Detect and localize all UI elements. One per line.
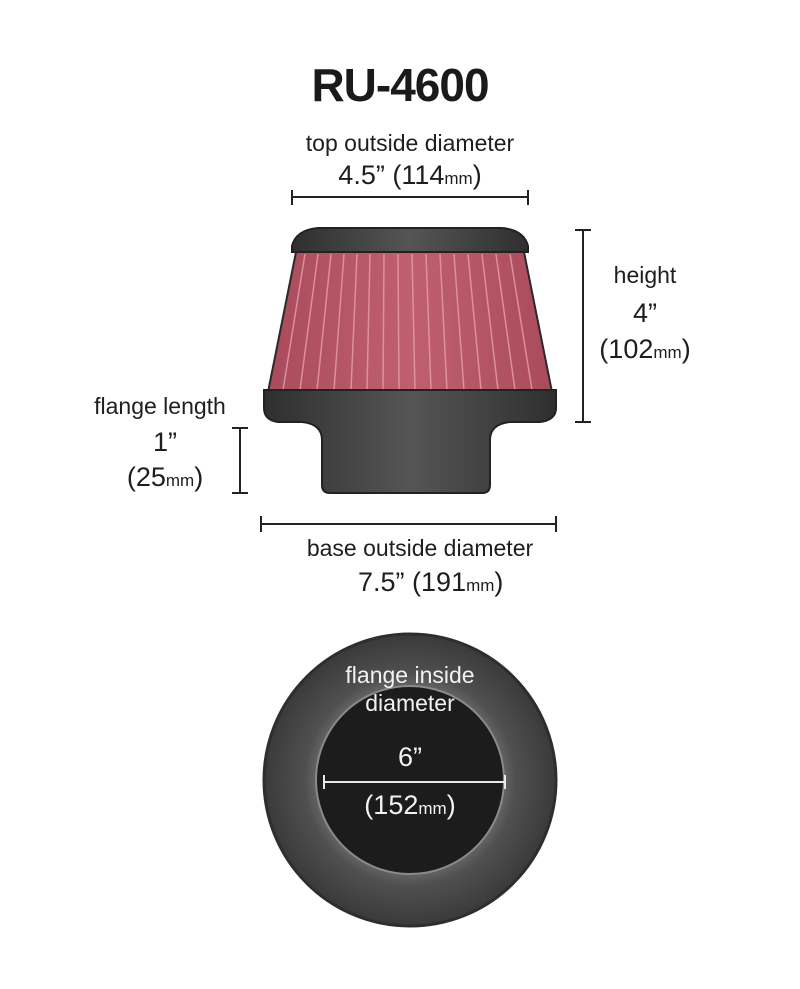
mm-unit: mm <box>165 471 195 490</box>
air-filter-bottom-view <box>262 632 558 928</box>
top-diameter-label: top outside diameter <box>305 130 515 156</box>
product-title: RU-4600 <box>311 59 489 111</box>
height-label: height <box>613 262 677 288</box>
top-diameter-inches: 4.5” <box>338 160 385 190</box>
air-filter-side-view <box>263 227 557 494</box>
flange-length-mm-value: (25mm) <box>126 462 204 492</box>
flange-inside-diameter-mm-value: (152mm) <box>364 790 456 820</box>
height-mm-value: (102mm) <box>599 334 691 364</box>
flange-inside-diameter-label-line1: flange inside <box>345 662 475 688</box>
height-inches: 4” <box>632 298 657 328</box>
top-diameter-mm: 114 <box>401 160 445 190</box>
top-diameter-dimension-line <box>291 190 529 205</box>
base-diameter-value: 7.5” (191mm) <box>358 567 504 597</box>
height-mm: 102 <box>608 334 654 364</box>
flange-inside-diameter-inches: 6” <box>397 742 422 772</box>
base-diameter-label: base outside diameter <box>306 535 534 561</box>
top-diameter-value: 4.5” (114mm) <box>338 160 482 190</box>
mm-unit: mm <box>418 799 447 818</box>
base-diameter-mm: 191 <box>421 567 467 597</box>
base-diameter-dimension-line <box>260 516 557 532</box>
flange-length-inches: 1” <box>152 427 177 457</box>
mm-unit: mm <box>466 576 495 595</box>
flange-inside-diameter-mm: 152 <box>373 790 419 820</box>
flange-length-mm: 25 <box>135 462 166 492</box>
height-dimension-line <box>575 229 591 423</box>
flange-length-label: flange length <box>94 393 226 419</box>
flange-length-dimension-line <box>232 427 248 494</box>
mm-unit: mm <box>653 343 682 362</box>
mm-unit: mm <box>444 169 473 188</box>
flange-inside-diameter-label-line2: diameter <box>365 690 455 716</box>
base-diameter-inches: 7.5” <box>358 567 405 597</box>
